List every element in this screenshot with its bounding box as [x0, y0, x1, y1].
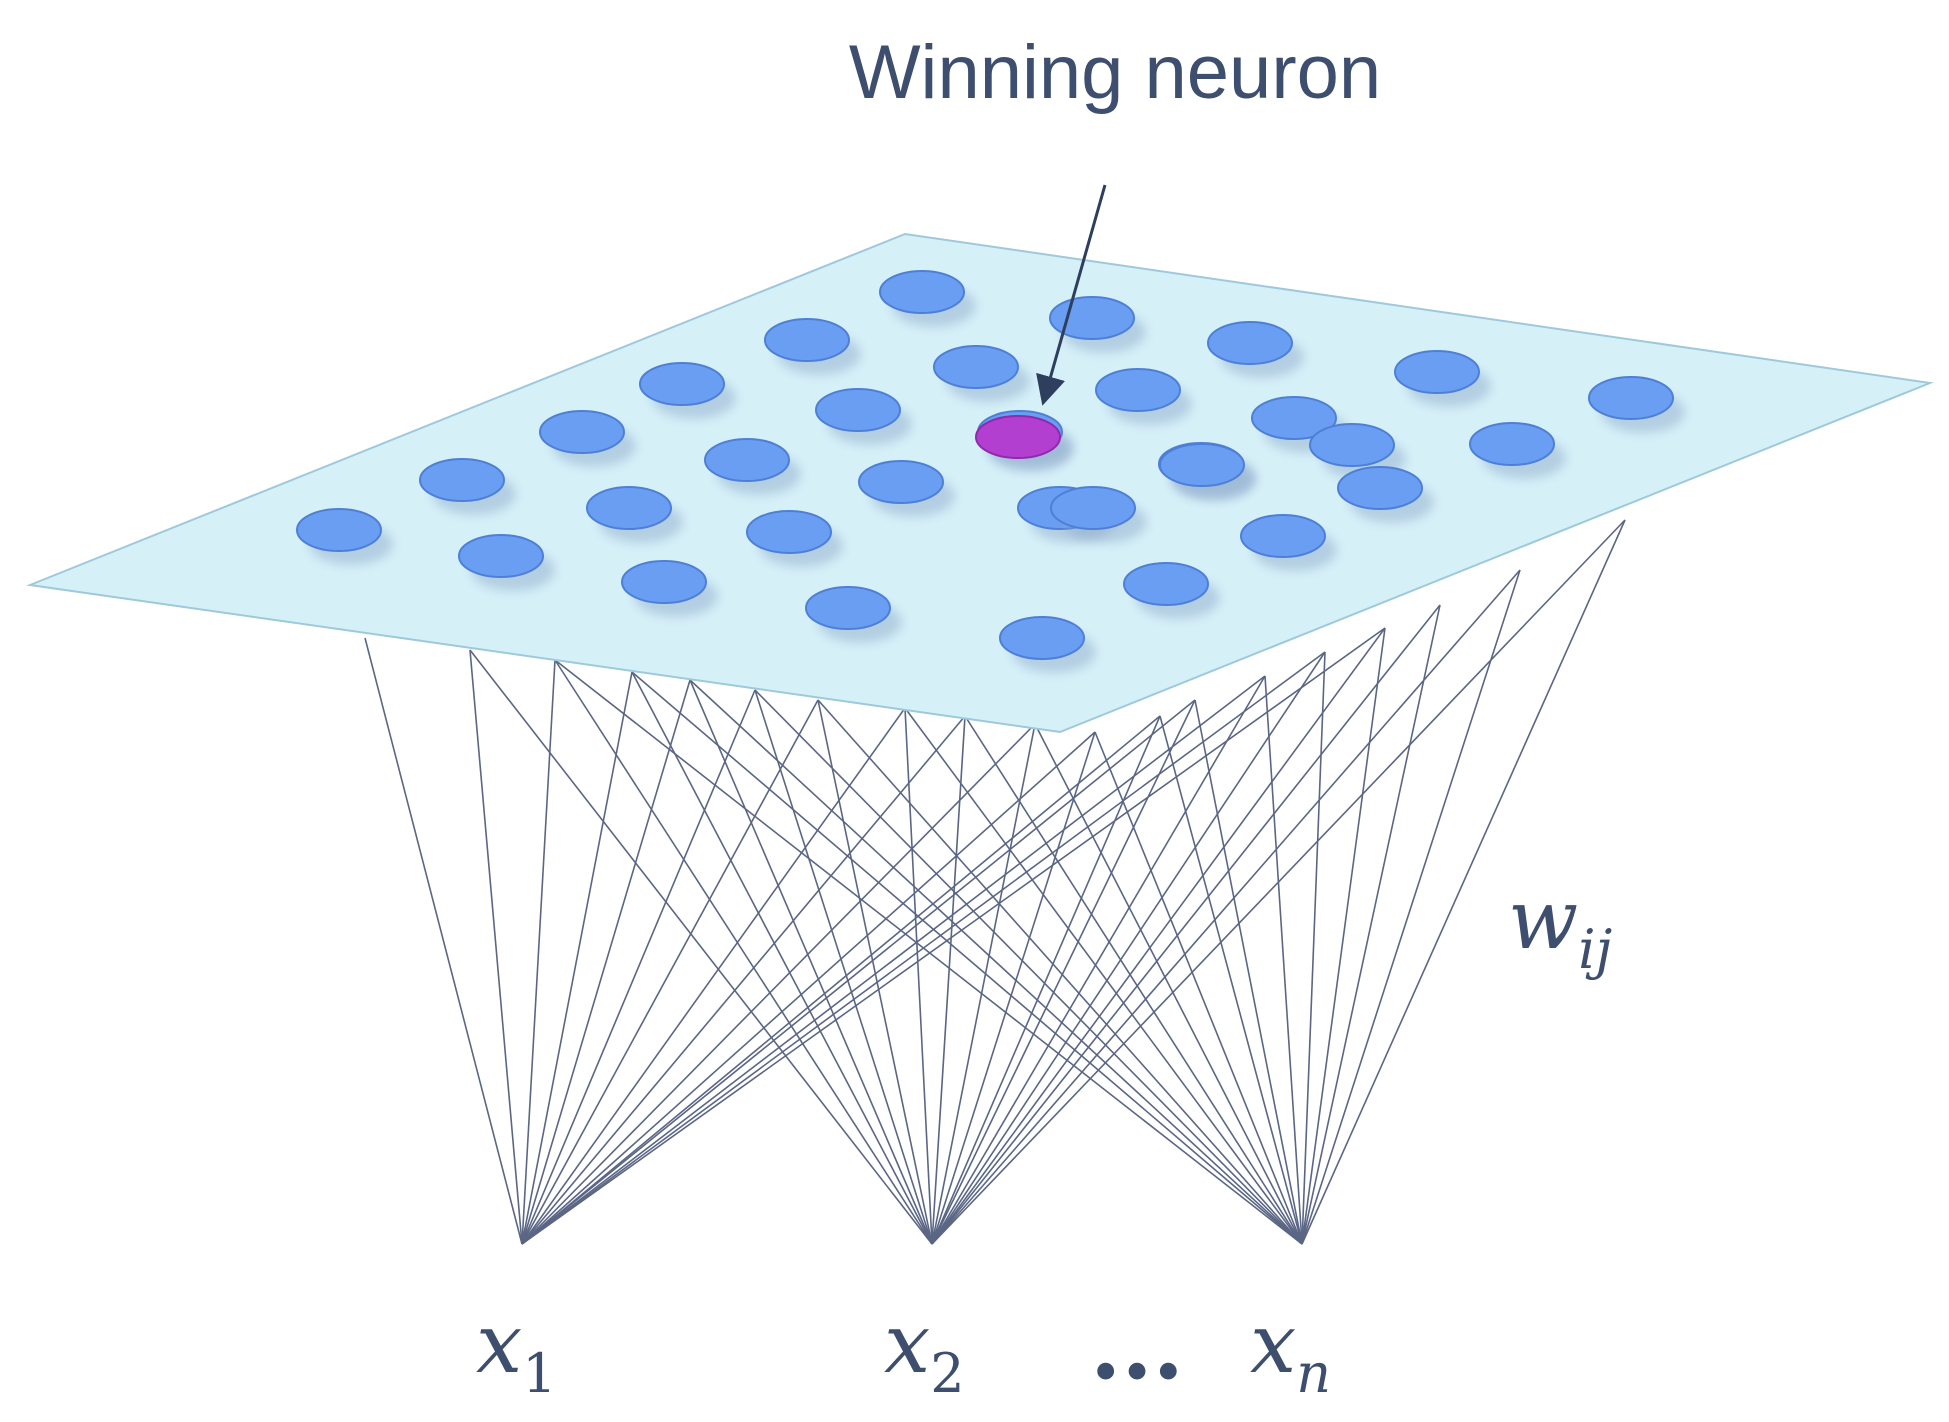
weight-connection-line	[521, 671, 633, 1245]
weight-connection-line	[521, 707, 906, 1245]
weight-connection-line	[931, 604, 1441, 1245]
weight-connection-line	[521, 627, 1386, 1245]
weight-connection-line	[931, 723, 1036, 1245]
map-plane	[26, 232, 1934, 734]
weight-connection-line	[931, 627, 1386, 1245]
input-label-x1-base: x	[476, 1297, 522, 1392]
neuron	[1469, 422, 1555, 466]
weight-connection-line	[904, 707, 1303, 1245]
weight-connection-line	[521, 699, 819, 1245]
weight-connection-line	[931, 715, 1161, 1245]
weight-connection-line	[1034, 723, 1303, 1245]
neuron	[746, 510, 832, 554]
weight-connection-line	[1301, 519, 1626, 1245]
neuron	[1240, 514, 1326, 558]
weight-connection-line	[1264, 675, 1303, 1245]
neuron	[879, 270, 965, 314]
weight-connection-line	[554, 659, 1303, 1245]
weight-label-base: w	[1508, 873, 1578, 968]
neuron	[704, 438, 790, 482]
weight-connection-line	[469, 649, 523, 1245]
weight-connection-line	[521, 699, 1196, 1245]
input-label-x2-subscript: 2	[930, 1342, 964, 1405]
neuron	[1588, 376, 1674, 420]
neuron	[586, 486, 672, 530]
neuron	[458, 534, 544, 578]
weight-connection-line	[554, 659, 933, 1245]
weight-connection-line	[1301, 569, 1521, 1245]
neuron	[1050, 486, 1136, 530]
weight-connection-line	[521, 723, 1036, 1245]
input-label-x2-base: x	[884, 1297, 930, 1392]
neuron	[1207, 321, 1293, 365]
weight-connection-line	[521, 731, 1096, 1245]
weight-connection-line	[931, 651, 1326, 1245]
input-label-x1: x1	[476, 1297, 557, 1405]
weight-connection-line	[931, 699, 1196, 1245]
neuron	[296, 508, 382, 552]
weight-connection-line	[931, 715, 966, 1245]
input-label-xn-base: x	[1250, 1297, 1296, 1392]
weight-connection-line	[931, 731, 1096, 1245]
neuron	[815, 388, 901, 432]
weight-connection-line	[689, 679, 933, 1245]
weight-connection-line	[931, 569, 1521, 1245]
weight-connection-line	[1194, 699, 1303, 1245]
weight-connection-line	[521, 659, 556, 1245]
neuron	[858, 460, 944, 504]
weight-label: wij	[1508, 873, 1612, 981]
weight-connection-line	[521, 715, 966, 1245]
weight-connection-line	[689, 679, 1303, 1245]
winning-neuron-label: Winning neuron	[849, 30, 1381, 115]
neuron	[1123, 562, 1209, 606]
input-label-xn: xn	[1250, 1297, 1331, 1405]
weight-connection-line	[521, 689, 756, 1245]
neuron	[1159, 443, 1245, 487]
neuron	[419, 458, 505, 502]
weight-label-subscript: ij	[1578, 918, 1612, 981]
winning-neuron-arrow	[1036, 184, 1107, 406]
winning-neuron	[975, 415, 1061, 459]
neuron	[621, 560, 707, 604]
neuron	[1251, 396, 1337, 440]
weight-connection-line	[1094, 731, 1303, 1245]
weight-connection-line	[631, 671, 933, 1245]
weight-connection-line	[754, 689, 933, 1245]
neuron	[1095, 368, 1181, 412]
neuron	[639, 362, 725, 406]
weight-connection-line	[469, 649, 933, 1245]
weight-connections	[364, 519, 1626, 1245]
weight-connection-line	[1301, 604, 1441, 1245]
weight-connection-line	[964, 715, 1303, 1245]
weight-connection-line	[1301, 627, 1386, 1245]
input-label-x1-subscript: 1	[522, 1342, 556, 1405]
weight-connection-line	[817, 699, 933, 1245]
weight-connection-line	[1301, 651, 1326, 1245]
weight-connection-line	[754, 689, 1303, 1245]
weight-connection-line	[1159, 715, 1303, 1245]
weight-connection-line	[364, 637, 523, 1245]
neuron	[805, 586, 891, 630]
weight-connection-line	[521, 675, 1266, 1245]
weight-connection-line	[631, 671, 1303, 1245]
ellipsis: ...	[1090, 1294, 1184, 1400]
weight-connection-line	[521, 679, 691, 1245]
weight-connection-line	[817, 699, 1303, 1245]
neuron	[1394, 350, 1480, 394]
neuron	[999, 616, 1085, 660]
neuron	[764, 318, 850, 362]
neuron	[933, 345, 1019, 389]
weight-connection-line	[931, 675, 1266, 1245]
weight-connection-line	[904, 707, 933, 1245]
neuron	[539, 410, 625, 454]
input-label-xn-subscript: n	[1296, 1342, 1331, 1405]
neuron	[1337, 466, 1423, 510]
neuron	[1309, 423, 1395, 467]
neuron-grid	[296, 270, 1685, 673]
input-label-x2: x2	[884, 1297, 965, 1405]
weight-connection-line	[521, 715, 1161, 1245]
